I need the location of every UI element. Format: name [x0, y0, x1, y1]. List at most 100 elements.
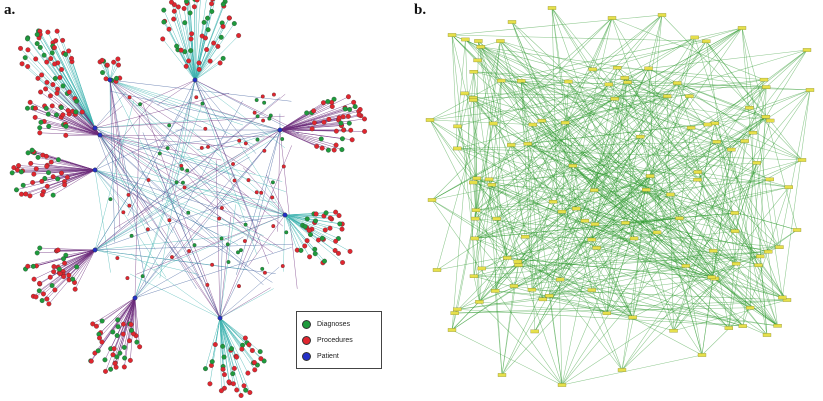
- spoke-edge: [279, 106, 356, 131]
- leaf-node: [312, 251, 318, 257]
- network-edge: [94, 127, 174, 234]
- leaf-node: [19, 191, 24, 197]
- network-edge: [99, 134, 264, 286]
- leaf-node: [189, 31, 195, 37]
- network-edge: [109, 79, 121, 164]
- leaf-node: [61, 256, 66, 262]
- network-edge: [479, 218, 680, 303]
- network-edge: [592, 17, 613, 70]
- spoke-edge: [35, 249, 96, 298]
- network-edge: [542, 232, 658, 300]
- code-node: [470, 236, 479, 241]
- edges: [12, 0, 365, 396]
- network-edge: [473, 275, 607, 314]
- network-edge: [591, 239, 715, 279]
- leaf-node: [351, 99, 357, 105]
- code-node: [496, 39, 505, 43]
- inner-node: [254, 98, 259, 102]
- code-node: [472, 176, 482, 181]
- leaf-node: [339, 147, 345, 153]
- code-node: [453, 146, 462, 151]
- spoke-edge: [65, 249, 96, 256]
- network-edge: [494, 257, 508, 291]
- network-edge: [491, 27, 743, 186]
- network-edge: [735, 263, 778, 326]
- code-node: [703, 122, 712, 127]
- network-edge: [481, 251, 769, 269]
- network-edge: [690, 127, 803, 161]
- network-edge: [520, 80, 574, 166]
- leaf-node: [20, 182, 26, 188]
- network-edge: [606, 49, 808, 314]
- panel-b-label: b.: [414, 2, 427, 18]
- leaf-node: [126, 338, 132, 344]
- network-edge: [94, 169, 273, 283]
- network-edge: [742, 116, 767, 327]
- leaf-node: [322, 227, 328, 233]
- spoke-edge: [116, 297, 136, 336]
- inner-node: [280, 137, 285, 141]
- leaf-node: [50, 192, 56, 198]
- leaf-node: [38, 89, 44, 95]
- network-edge: [110, 90, 281, 131]
- spoke-edge: [178, 6, 196, 81]
- code-node: [469, 70, 478, 74]
- inner-node: [252, 110, 257, 115]
- leaf-node: [19, 61, 25, 67]
- network-edge: [617, 67, 708, 125]
- spoke-edge: [51, 161, 96, 171]
- leaf-node: [302, 224, 308, 230]
- leaf-node: [245, 370, 251, 376]
- leaf-node: [108, 366, 114, 372]
- network-edge: [714, 123, 769, 252]
- leaf-node: [243, 387, 249, 393]
- code-node: [644, 66, 653, 71]
- leaf-node: [304, 216, 310, 222]
- network-edge: [451, 34, 707, 42]
- leaf-node: [221, 354, 227, 360]
- leaf-node: [342, 106, 348, 112]
- legend-label-diagnoses: Diagnoses: [317, 320, 351, 328]
- inner-node: [194, 95, 199, 100]
- network-edge: [457, 232, 658, 310]
- network-edge: [109, 79, 258, 243]
- network-edge: [99, 134, 278, 138]
- spoke-edge: [284, 214, 325, 262]
- leaf-node: [122, 355, 128, 361]
- spoke-edge: [174, 4, 196, 81]
- code-node: [590, 188, 599, 192]
- network-edge: [711, 162, 757, 278]
- network-edge: [94, 92, 230, 129]
- leaf-node: [22, 55, 28, 61]
- inner-node: [260, 266, 265, 271]
- spoke-edge: [219, 317, 249, 374]
- inner-node: [246, 178, 251, 183]
- network-edge: [94, 91, 127, 129]
- code-node: [693, 170, 702, 174]
- spoke-edge: [25, 57, 96, 129]
- network-edge: [109, 79, 202, 128]
- legend-label-patient: Patient: [317, 352, 339, 360]
- leaf-node: [37, 245, 43, 251]
- leaf-node: [166, 26, 172, 32]
- leaf-node: [356, 112, 362, 118]
- spoke-edge: [109, 62, 114, 81]
- leaf-node: [220, 343, 226, 349]
- network-edge: [99, 134, 156, 250]
- network-edge: [94, 127, 186, 171]
- network-edge: [551, 7, 751, 308]
- network-edge: [189, 128, 286, 216]
- leaf-node: [188, 48, 194, 54]
- leaf-node: [298, 247, 304, 253]
- network-edge: [99, 134, 153, 215]
- leaf-node: [175, 4, 181, 10]
- spoke-edge: [279, 129, 337, 146]
- inner-node: [262, 270, 267, 275]
- leaf-node: [329, 104, 335, 109]
- inner-node: [259, 190, 264, 195]
- network-edge: [138, 129, 281, 150]
- code-node: [556, 277, 565, 282]
- network-edge: [194, 79, 300, 135]
- leaf-node: [336, 213, 342, 219]
- spoke-edge: [42, 169, 96, 195]
